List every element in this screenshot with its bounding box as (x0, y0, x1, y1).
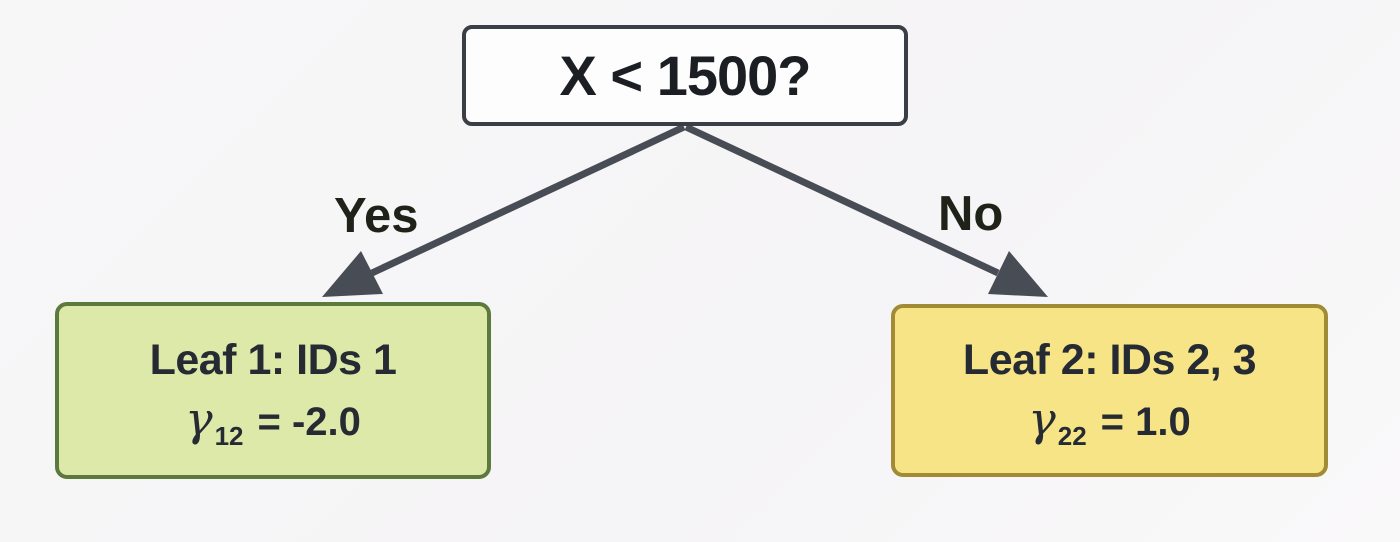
edge-label-no: No (938, 187, 1004, 241)
leaf2-title: Leaf 2: IDs 2, 3 (962, 336, 1257, 385)
gamma-value: = 1.0 (1100, 399, 1191, 444)
root-node: X < 1500? (462, 25, 908, 126)
edge-yes-arrowhead (322, 251, 383, 297)
edge-no-arrowhead (988, 251, 1048, 297)
gamma-symbol: γ (1028, 391, 1056, 446)
gamma-subscript: 22 (1057, 420, 1087, 451)
gamma-subscript: 12 (214, 420, 244, 451)
edge-label-yes: Yes (334, 189, 419, 243)
gamma-symbol: γ (185, 391, 213, 446)
gamma-value: = -2.0 (257, 399, 361, 444)
edge-yes-line (370, 123, 686, 277)
leaf1-title: Leaf 1: IDs 1 (149, 336, 397, 385)
root-node-label: X < 1500? (559, 44, 812, 107)
